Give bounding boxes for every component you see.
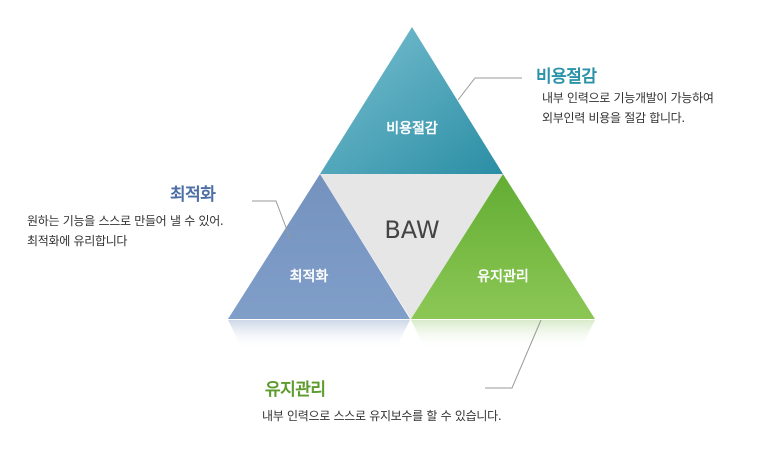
cost-description: 내부 인력으로 기능개발이 가능하여 외부인력 비용을 절감 합니다. — [542, 88, 714, 128]
optimize-title: 최적화 — [170, 185, 216, 205]
triangle-maintain[interactable] — [411, 174, 595, 319]
reflection-left — [228, 320, 410, 350]
desc-line: 내부 인력으로 스스로 유지보수를 할 수 있습니다. — [262, 409, 502, 423]
desc-line: 내부 인력으로 기능개발이 가능하여 — [542, 91, 714, 105]
cost-title: 비용절감 — [536, 67, 597, 87]
triangle-optimize[interactable] — [228, 174, 410, 319]
desc-line: 외부인력 비용을 절감 합니다. — [542, 111, 685, 125]
leader-line-maintain — [485, 319, 542, 389]
triangle-label-maintain: 유지관리 — [477, 268, 529, 285]
triangle-label-optimize: 최적화 — [290, 268, 329, 285]
center-label: BAW — [384, 216, 439, 244]
desc-line: 최적화에 유리합니다 — [27, 234, 128, 248]
desc-line: 원하는 기능을 스스로 만들어 낼 수 있어. — [27, 214, 224, 228]
center-triangle — [320, 174, 503, 319]
reflection-right — [411, 320, 595, 350]
leader-line-optimize — [252, 200, 291, 239]
maintain-description: 내부 인력으로 스스로 유지보수를 할 수 있습니다. — [262, 406, 502, 426]
triangle-label-cost: 비용절감 — [386, 120, 438, 137]
leader-line-cost — [457, 77, 522, 101]
triangle-cost[interactable] — [320, 27, 503, 174]
optimize-description: 원하는 기능을 스스로 만들어 낼 수 있어. 최적화에 유리합니다 — [27, 211, 224, 251]
maintain-title: 유지관리 — [265, 380, 326, 400]
